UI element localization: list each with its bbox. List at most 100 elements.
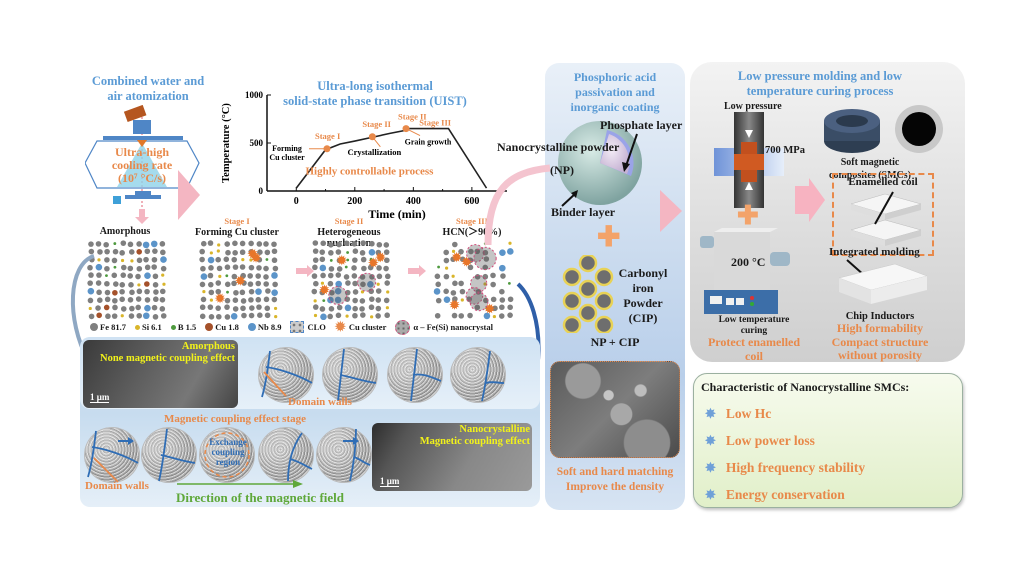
y-tick-label: 1000 [245,90,264,100]
atom [256,265,262,271]
atom [249,305,255,311]
atom [328,250,334,256]
atom [232,264,239,270]
atom [202,290,206,294]
stage-marker-label: Stage I [315,131,341,141]
integrated-molding-box [832,173,934,256]
atom [104,257,110,263]
atom [127,241,134,248]
characteristic-item: ✸High frequency stability [705,454,865,481]
atom [97,249,103,255]
atom [256,256,263,263]
molding-title-line1: Low pressure molding and low [737,69,903,83]
atom [130,259,134,263]
atom [119,296,125,303]
atom [360,312,366,318]
smc-line2: composites (SMCs) [829,170,911,181]
atom [209,251,213,255]
atom [215,305,221,311]
x-axis-label: Time (min) [368,207,425,221]
atom [255,273,261,279]
atom [368,249,376,256]
atom [320,272,326,279]
atom [319,256,326,263]
atom [95,280,102,286]
atom [271,241,277,248]
curved-pink-arrow-icon [484,164,551,246]
atom [336,241,342,248]
atom [434,273,441,280]
low-pressure-label: Low pressure [724,101,782,112]
atom [376,273,383,280]
domain-wall [287,432,313,482]
atom [104,296,111,303]
cooling-line2: cooling rate [111,158,173,172]
atomization-title-line1: Combined water and [91,74,205,88]
atom [111,313,118,319]
benefit-line3: without porosity [837,348,923,362]
result-line1: Soft and hard matching [556,466,674,478]
cip-particle [578,279,598,299]
atom [313,313,318,318]
atom [120,258,125,263]
atom [95,263,103,271]
atom [247,273,253,279]
forming-cu-label: Forming [272,144,302,153]
atom [378,258,382,262]
atom [336,257,343,264]
atom [359,274,366,280]
atom [386,290,390,294]
atom [264,305,271,312]
atom [459,256,466,263]
atom [271,257,278,264]
atom [241,258,245,262]
atom [327,272,334,279]
atom [369,274,375,280]
atom [113,242,117,245]
atom [216,249,220,253]
atom [153,296,159,303]
atom [120,272,127,278]
curing-label: Low temperature curing [700,315,808,337]
pink-arrow-icon [795,178,825,222]
atom [120,306,127,312]
domain-wall [337,348,377,402]
amorphous-subtitle: None magnetic coupling effect [99,353,235,364]
atom [474,274,481,280]
atom [218,274,222,278]
chart-title-line1: Ultra-long isothermal [317,79,433,93]
legend-cu-cluster: ✹ Cu cluster [335,319,386,335]
amorphous-title: Amorphous [181,341,235,352]
atom [482,264,489,271]
atom [507,281,511,285]
atom [312,257,319,263]
atom [271,272,278,279]
protect-label: Protect enamelled coil [698,335,810,363]
enamelled-coil-label: Enamelled coil [848,176,918,188]
atom [231,256,238,263]
atom [248,297,254,303]
nanocrystal-icon [395,319,411,335]
atom [451,249,456,253]
atom [119,250,125,256]
atom [376,241,383,248]
star-bullet-icon: ✸ [705,486,716,502]
atomic-structure-0 [87,240,167,320]
atom [88,248,95,255]
atom [112,304,118,311]
atom [313,280,319,287]
atom [127,297,134,303]
domain-disc [258,427,314,483]
x-tick-label: 200 [347,196,362,207]
benefit-line1: High formability [836,321,924,335]
atom [264,312,271,319]
phosphoric-title: Phosphoric acid passivation and inorgani… [545,70,685,115]
atom [485,307,489,310]
plus-icon: ✚ [597,222,621,253]
curing-line2: curing [740,326,768,336]
exchange-line1: Exchange [209,437,247,447]
atom [136,265,143,272]
nanocrystalline-core [600,134,630,174]
cip-particle [578,255,598,273]
legend-swatch-icon [170,324,176,330]
